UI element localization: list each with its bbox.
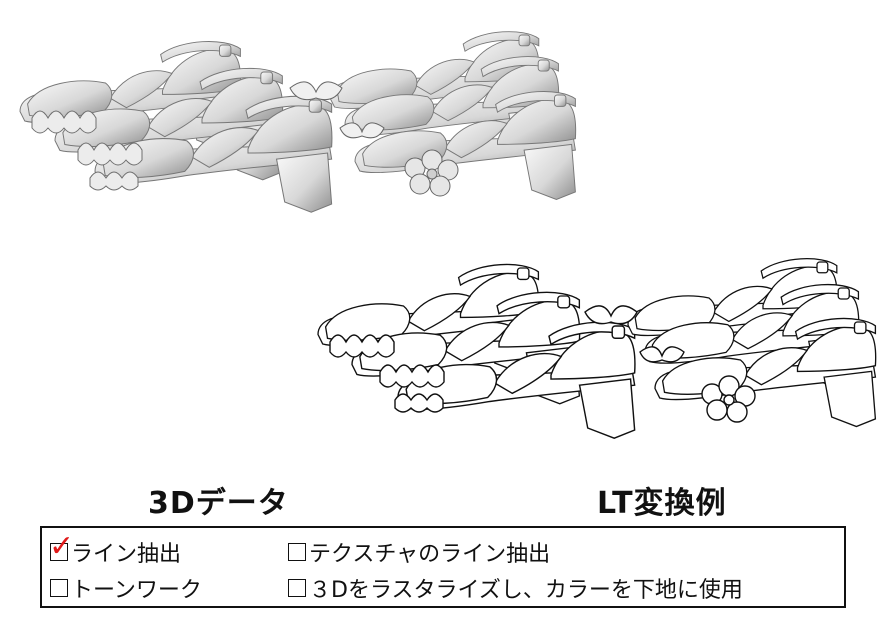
caption-lt-example: LT変換例 (597, 486, 727, 521)
option-texture-line-extraction[interactable]: テクスチャのライン抽出 (288, 536, 550, 568)
frill-ruffles-3d (31, 110, 143, 191)
options-panel: ✓ ライン抽出 テクスチャのライン抽出 トーンワーク ３Dをラスタライズし、カラ… (40, 526, 846, 608)
frill-ruffles-line (329, 334, 445, 413)
option-tone-work[interactable]: トーンワーク (50, 572, 202, 604)
checkbox-icon[interactable] (288, 579, 306, 597)
flower-line (701, 375, 756, 423)
option-line-extraction[interactable]: ✓ ライン抽出 (49, 532, 182, 568)
checkbox-icon[interactable]: ✓ (49, 532, 74, 562)
flower-3d (404, 149, 459, 197)
caption-3d-data: 3Dデータ (148, 486, 289, 521)
bow-3d (289, 81, 385, 139)
option-label: トーンワーク (71, 578, 202, 603)
shoes-lineart-group (317, 258, 877, 439)
option-label: ライン抽出 (71, 542, 182, 567)
option-rasterize-3d[interactable]: ３Dをラスタライズし、カラーを下地に使用 (288, 572, 743, 604)
bow-line (584, 305, 685, 363)
option-label: ３Dをラスタライズし、カラーを下地に使用 (309, 578, 743, 603)
shoes-3d-group (19, 31, 577, 213)
checkbox-icon[interactable] (50, 579, 68, 597)
option-label: テクスチャのライン抽出 (309, 542, 551, 567)
checkbox-icon[interactable] (288, 543, 306, 561)
checkmark-icon: ✓ (49, 529, 75, 564)
